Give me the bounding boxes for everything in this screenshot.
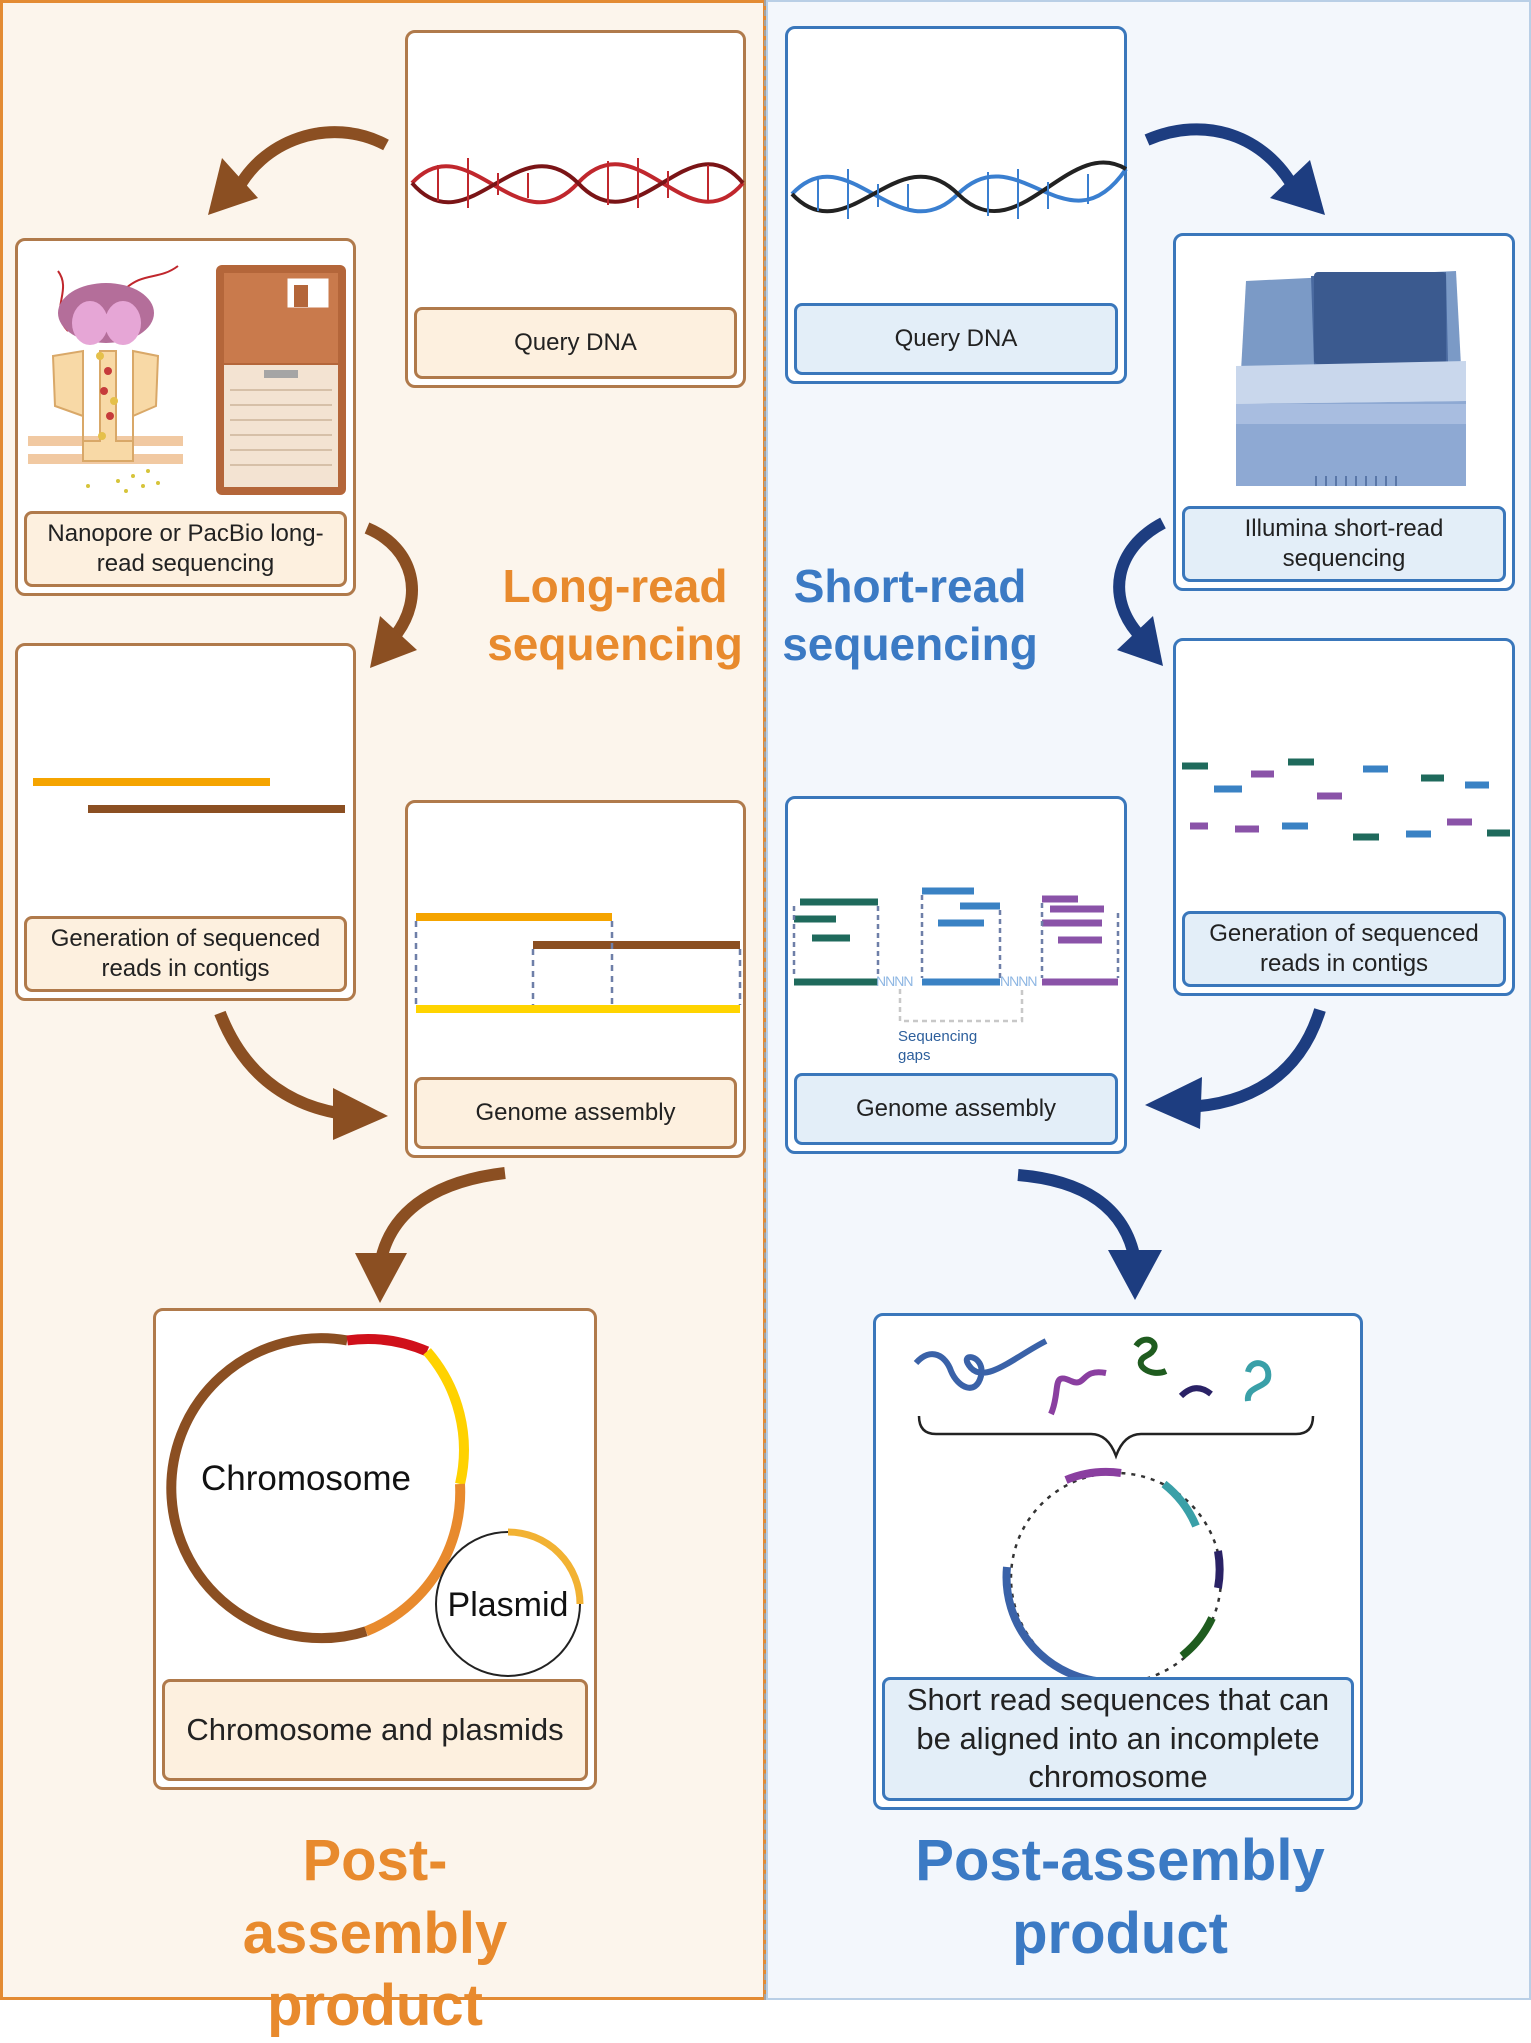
right-assembly-caption: Genome assembly xyxy=(794,1073,1118,1145)
left-product-card: Chromosome Plasmid Chromosome and plasmi… xyxy=(153,1308,597,1790)
arrow-reads-to-assembly-right xyxy=(1145,1008,1326,1129)
left-reads-card: Generation of sequenced reads in contigs xyxy=(15,643,356,1001)
panel-divider xyxy=(764,0,766,2000)
left-query-dna-caption: Query DNA xyxy=(414,307,737,379)
dna-helix-icon xyxy=(410,158,745,208)
long-read-title: Long-read sequencing xyxy=(487,560,743,670)
left-product-caption: Chromosome and plasmids xyxy=(162,1679,588,1781)
right-product-caption: Short read sequences that can be aligned… xyxy=(882,1677,1354,1801)
right-post-assembly-title: Post-assembly product xyxy=(915,1828,1325,1966)
right-query-dna-caption: Query DNA xyxy=(794,303,1118,375)
short-read-assembly-graphic xyxy=(792,887,1120,1023)
left-assembly-caption: Genome assembly xyxy=(414,1077,737,1149)
chromosome-label: Chromosome xyxy=(200,1459,412,1498)
right-reads-caption: Generation of sequenced reads in contigs xyxy=(1182,911,1506,987)
left-reads-caption: Generation of sequenced reads in contigs xyxy=(24,916,347,992)
left-post-assembly-title: Post-assembly product xyxy=(242,1828,508,2038)
illumina-machine-icon xyxy=(1236,271,1466,486)
right-sequencer-card: Illumina short-read sequencing xyxy=(1173,233,1515,591)
short-read-title: Short-read sequencing xyxy=(782,560,1038,670)
arrow-reads-to-assembly-left xyxy=(214,1010,388,1140)
arrow-sequencer-to-reads-right xyxy=(1113,517,1166,666)
pacbio-machine-icon xyxy=(216,265,346,495)
right-sequencer-caption: Illumina short-read sequencing xyxy=(1182,506,1506,582)
incomplete-chromosome-graphic xyxy=(913,1336,1315,1686)
arrow-assembly-to-product-right xyxy=(1017,1169,1162,1300)
nanopore-icon xyxy=(28,265,183,493)
sequencing-gaps-label: Sequencing gaps xyxy=(898,1028,978,1064)
long-reads-graphic xyxy=(33,778,345,813)
plasmid-label: Plasmid xyxy=(447,1586,569,1624)
left-query-dna-card: Query DNA xyxy=(405,30,746,388)
left-sequencer-card: Nanopore or PacBio long-read sequencing xyxy=(15,238,356,596)
right-product-card: Short read sequences that can be aligned… xyxy=(873,1313,1363,1810)
arrow-query-to-sequencer-right xyxy=(1144,123,1325,215)
arrow-assembly-to-product-left xyxy=(355,1167,506,1303)
dna-helix-icon xyxy=(790,160,1128,219)
arrow-sequencer-to-reads-left xyxy=(364,522,418,668)
long-read-assembly-graphic xyxy=(414,913,742,1013)
arrow-query-to-sequencer-left xyxy=(208,126,389,215)
gap-n-label-1: NNNN xyxy=(876,973,913,989)
left-sequencer-caption: Nanopore or PacBio long-read sequencing xyxy=(24,511,347,587)
chromosome-plasmid-graphic xyxy=(166,1333,584,1677)
right-query-dna-card: Query DNA xyxy=(785,26,1128,384)
right-reads-card: Generation of sequenced reads in contigs xyxy=(1173,638,1515,996)
left-assembly-card: Genome assembly xyxy=(405,800,746,1158)
short-reads-graphic xyxy=(1182,758,1510,841)
gap-n-label-2: NNNN xyxy=(1000,973,1037,989)
right-assembly-card: NNNN NNNN Sequencing gaps Genome assembl… xyxy=(785,796,1127,1154)
